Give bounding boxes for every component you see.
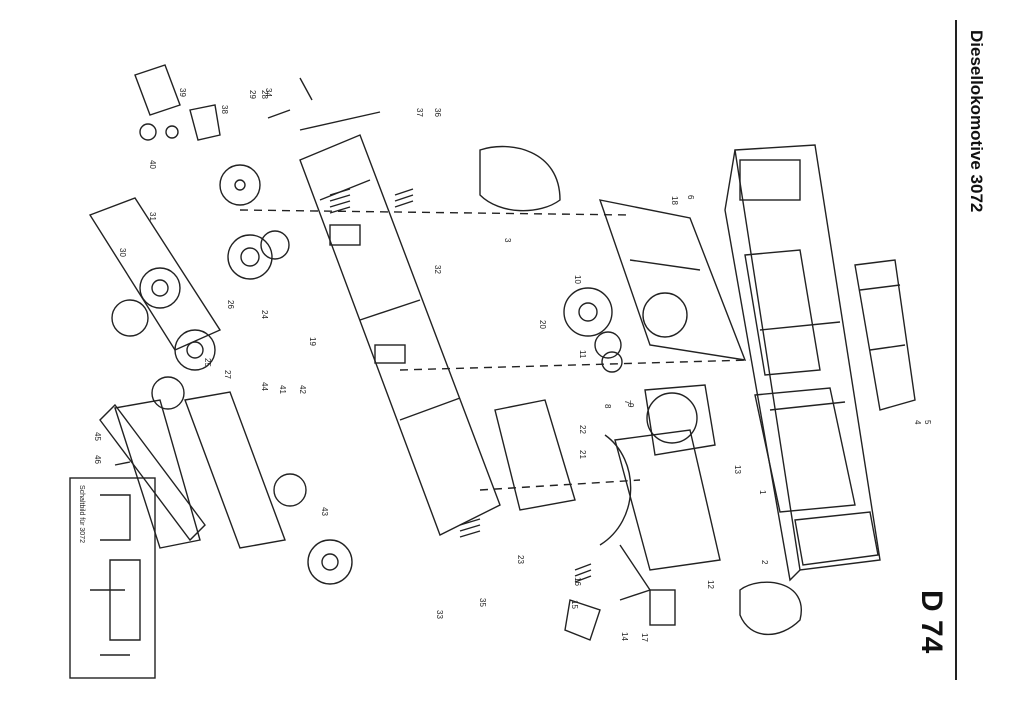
part-number-46: 46 xyxy=(93,455,102,464)
motor-housing xyxy=(598,199,747,361)
part-number-27: 27 xyxy=(223,370,232,379)
part-number-29: 29 xyxy=(248,90,257,99)
part-number-31: 31 xyxy=(148,212,157,221)
part-number-28: 28 xyxy=(260,90,269,99)
part-number-9: 9 xyxy=(626,403,635,408)
wiring-schematic xyxy=(69,477,156,679)
springs xyxy=(329,188,592,583)
coupler-parts xyxy=(99,145,803,641)
part-number-38: 38 xyxy=(220,105,229,114)
part-number-34: 34 xyxy=(264,88,273,97)
part-number-26: 26 xyxy=(226,300,235,309)
part-number-19: 19 xyxy=(308,337,317,346)
part-number-22: 22 xyxy=(578,425,587,434)
part-number-5: 5 xyxy=(923,420,932,425)
part-number-41: 41 xyxy=(278,385,287,394)
part-number-37: 37 xyxy=(415,108,424,117)
part-number-15: 15 xyxy=(570,600,579,609)
part-number-24: 24 xyxy=(260,310,269,319)
part-number-3: 3 xyxy=(503,238,512,243)
part-number-7: 7 xyxy=(623,400,632,405)
part-number-33: 33 xyxy=(435,610,444,619)
part-number-32: 32 xyxy=(433,265,442,274)
part-number-1: 1 xyxy=(758,490,767,495)
part-number-8: 8 xyxy=(603,404,612,409)
loco-body-shell xyxy=(724,144,881,582)
motor-armature xyxy=(494,384,721,601)
part-number-11: 11 xyxy=(578,350,587,359)
vertical-rule xyxy=(955,20,957,680)
part-number-2: 2 xyxy=(760,560,769,565)
small-parts-top xyxy=(134,64,381,141)
part-number-12: 12 xyxy=(706,580,715,589)
part-number-23: 23 xyxy=(516,555,525,564)
drawing-lines xyxy=(69,64,916,679)
assembly-guide-lines xyxy=(239,209,751,491)
part-number-21: 21 xyxy=(578,450,587,459)
part-number-35: 35 xyxy=(478,598,487,607)
cab-part xyxy=(854,259,916,411)
gear-set-middle xyxy=(563,287,623,373)
part-number-13: 13 xyxy=(733,465,742,474)
part-number-39: 39 xyxy=(178,88,187,97)
part-number-14: 14 xyxy=(620,632,629,641)
part-number-44: 44 xyxy=(260,382,269,391)
schematic-label: Schaltbild für 3072 xyxy=(78,485,85,543)
part-number-25: 25 xyxy=(203,358,212,367)
part-number-17: 17 xyxy=(640,633,649,642)
part-number-36: 36 xyxy=(433,108,442,117)
part-number-30: 30 xyxy=(118,248,127,257)
part-number-18: 18 xyxy=(670,196,679,205)
part-number-43: 43 xyxy=(320,507,329,516)
part-number-40: 40 xyxy=(148,160,157,169)
rear-bogie xyxy=(114,391,353,585)
gear-set-upper xyxy=(219,164,290,280)
part-number-6: 6 xyxy=(686,195,695,200)
main-frame xyxy=(299,134,501,536)
part-number-45: 45 xyxy=(93,432,102,441)
part-number-20: 20 xyxy=(538,320,547,329)
part-number-4: 4 xyxy=(913,420,922,425)
front-bogie xyxy=(88,197,222,410)
part-number-16: 16 xyxy=(573,577,582,586)
part-number-10: 10 xyxy=(573,275,582,284)
part-number-42: 42 xyxy=(298,385,307,394)
